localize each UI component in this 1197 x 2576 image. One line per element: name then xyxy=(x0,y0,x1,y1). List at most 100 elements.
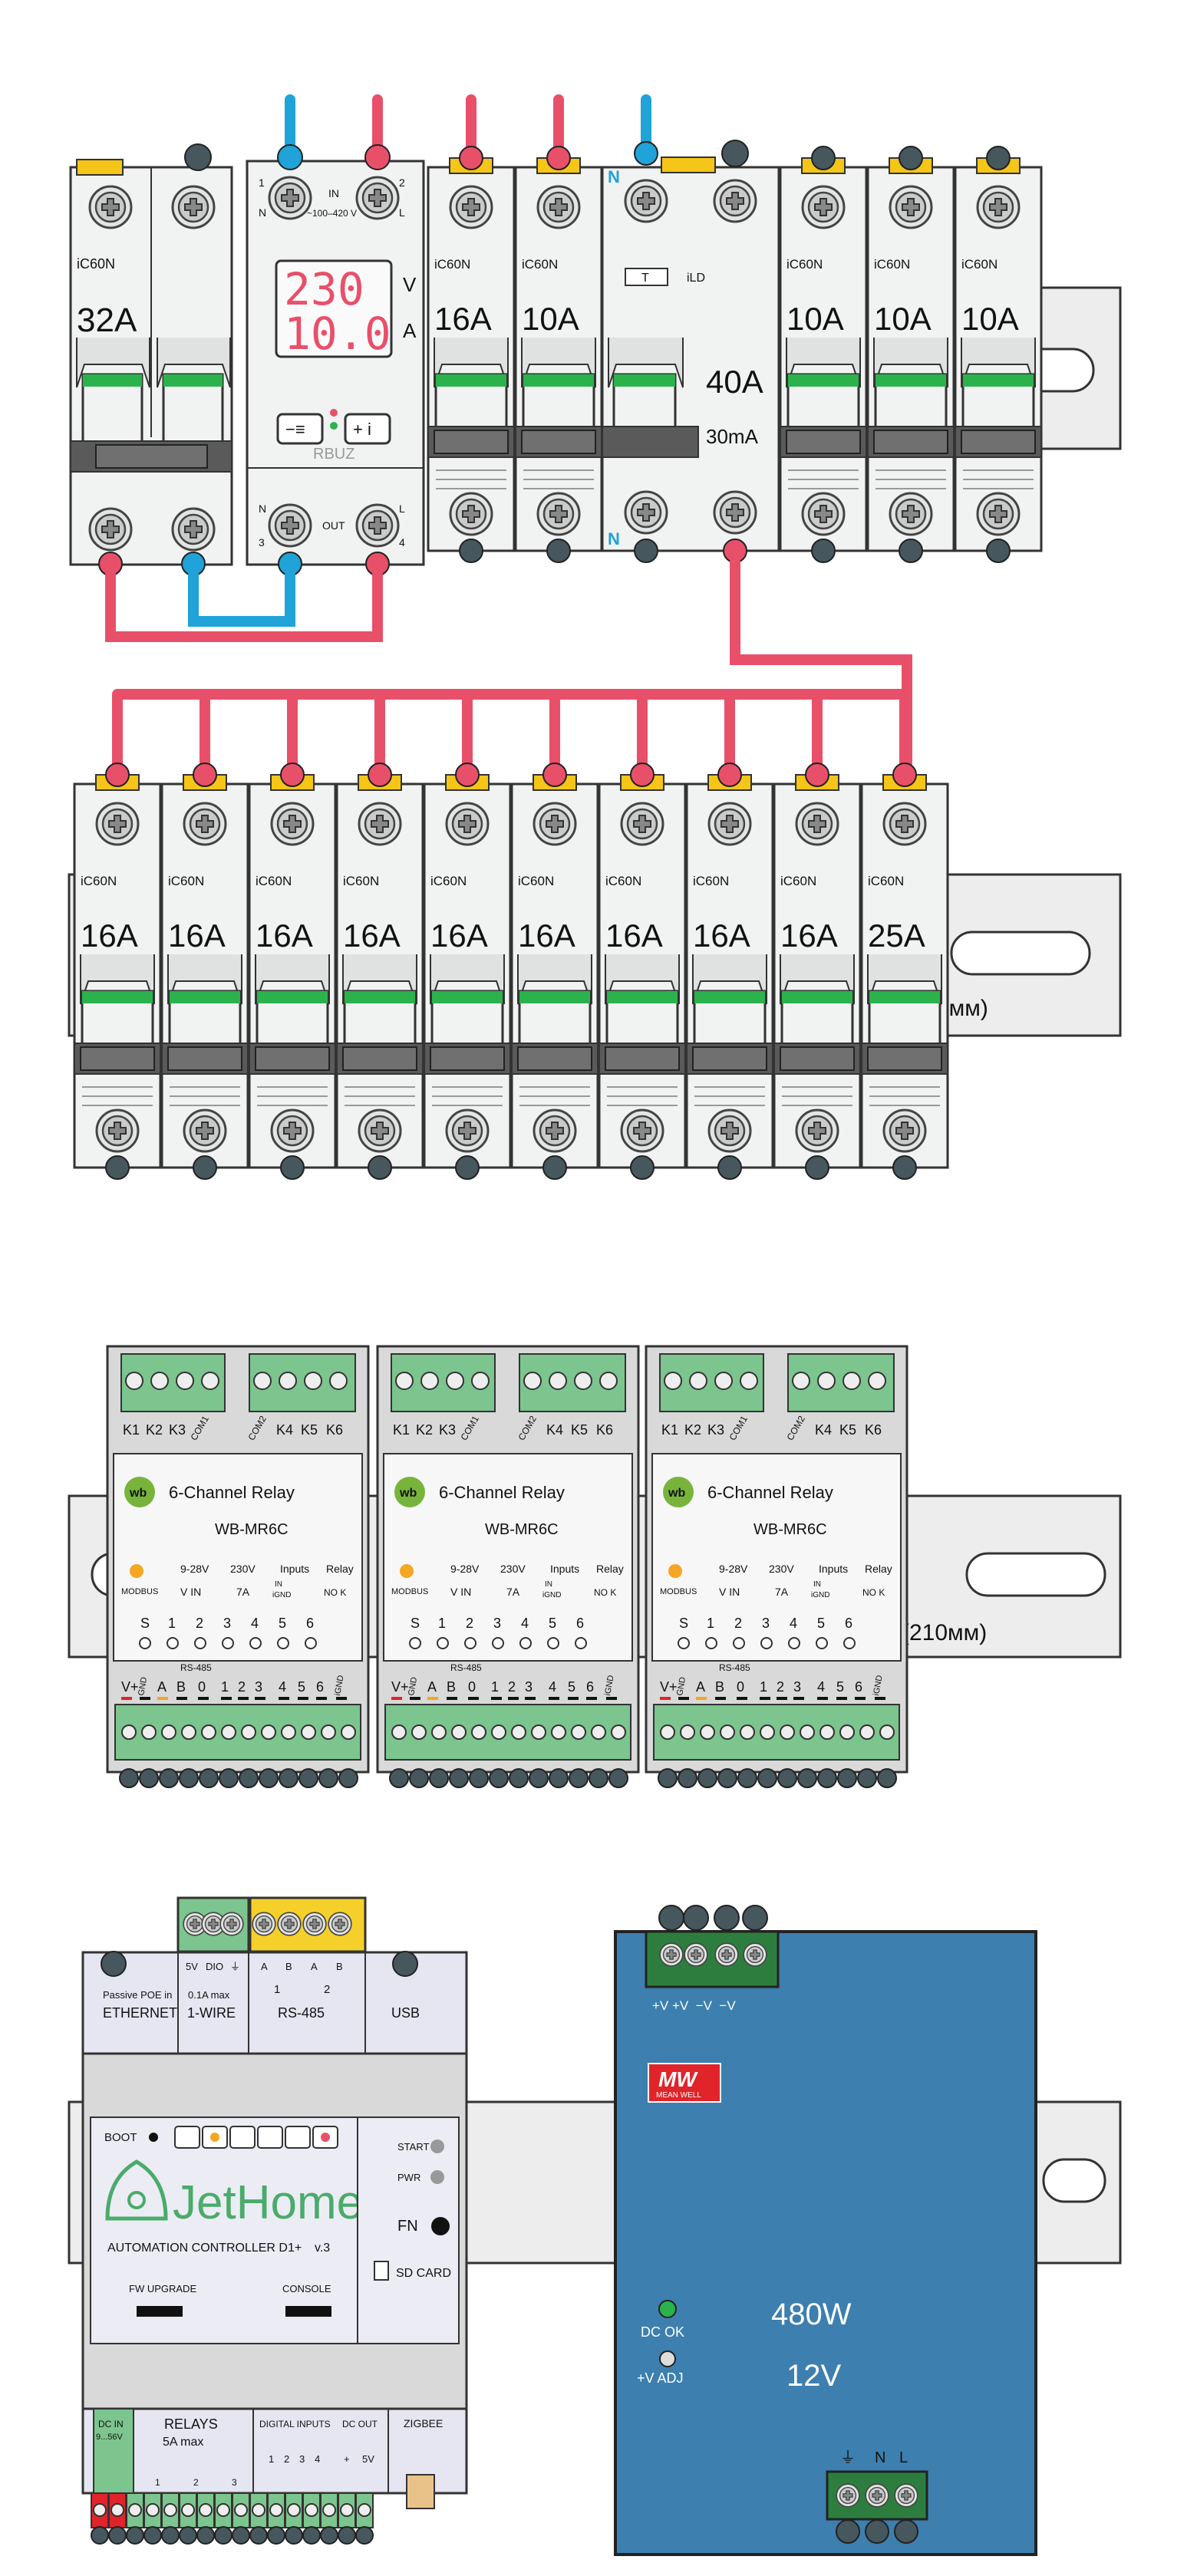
terminal-k6: K6 xyxy=(596,1422,613,1438)
terminal-k5: K5 xyxy=(301,1422,318,1438)
dc-range-label: 9...56V xyxy=(96,2433,124,2442)
bottom-pin-9: 5 xyxy=(298,1679,305,1695)
onewire-pin-gnd: ⏚ xyxy=(230,1961,240,1972)
terminal-k1: K1 xyxy=(393,1422,410,1438)
brand-label: iC60N xyxy=(961,257,998,272)
out-label: OUT xyxy=(322,519,345,532)
di-num-4: 4 xyxy=(315,2453,320,2465)
n-label-bottom: N xyxy=(259,502,266,515)
rating-label: 16A xyxy=(518,917,575,954)
comb-busbar xyxy=(112,689,910,780)
rcd-test-label: T xyxy=(641,272,649,285)
psu-power: 480W xyxy=(771,2298,852,2331)
led-label-S: S xyxy=(140,1616,150,1631)
brand-label: iC60N xyxy=(81,874,117,888)
rs485-num-2: 2 xyxy=(324,1983,330,1996)
dc-out-5v: 5V xyxy=(362,2453,374,2465)
plus-button[interactable] xyxy=(344,413,391,445)
onewire-pin-dio: DIO xyxy=(206,1961,223,1972)
relay-model: WB-MR6C xyxy=(753,1521,827,1538)
bottom-pin-6: 2 xyxy=(508,1679,516,1695)
bottom-pin-0: V+ xyxy=(391,1679,409,1695)
voltage-relay-rbuz[interactable]: 1 2 N L IN ~100–420 V 230 10.0 V A −≡ + … xyxy=(246,144,425,576)
rs485-pin-a1: A xyxy=(261,1961,268,1972)
relay-title: 6-Channel Relay xyxy=(707,1483,833,1502)
controller-version: v.3 xyxy=(315,2242,330,2255)
boot-button[interactable] xyxy=(149,2133,158,2142)
amps-label: 7A xyxy=(236,1586,250,1598)
bottom-pin-8: 4 xyxy=(279,1679,286,1695)
led-label-2: 2 xyxy=(196,1616,203,1631)
v230-label: 230V xyxy=(230,1563,256,1575)
brand-label: iC60N xyxy=(77,256,115,272)
onewire-pin-5v: 5V xyxy=(186,1961,198,1972)
adj-potentiometer[interactable] xyxy=(659,2350,676,2367)
brand-label: iC60N xyxy=(874,257,910,272)
pwr-label: PWR xyxy=(397,2172,420,2183)
console-port[interactable] xyxy=(285,2306,331,2317)
onewire-max-label: 0.1A max xyxy=(188,1989,230,2001)
relay-label: Relay xyxy=(865,1563,892,1575)
rcd-40a[interactable]: N T iLD 40A 30mA N xyxy=(601,140,780,563)
v230-label: 230V xyxy=(769,1563,794,1575)
rating-label: 10A xyxy=(874,301,932,337)
in-label: IN xyxy=(328,187,339,199)
breaker-32a-double[interactable]: iC60N 32A xyxy=(69,143,233,576)
brand-label: iC60N xyxy=(522,257,558,272)
rating-label: 32A xyxy=(77,301,137,339)
fw-upgrade-port[interactable] xyxy=(137,2306,183,2317)
brand-label: iC60N xyxy=(434,257,470,272)
rcd-leak: 30mA xyxy=(706,425,759,448)
breaker-right-1[interactable]: iC60N 10A xyxy=(866,146,955,563)
psu-l-label: L xyxy=(899,2449,908,2466)
in-label: IN xyxy=(545,1580,552,1589)
boot-label: BOOT xyxy=(104,2131,137,2144)
bottom-pin-7: 3 xyxy=(793,1679,801,1695)
meanwell-psu[interactable]: +V +V −V −V MW MEAN WELL DC OK +V ADJ 48… xyxy=(614,1905,1037,2556)
terminal-k5: K5 xyxy=(571,1422,588,1438)
row2-breaker-0[interactable]: iC60N 16A xyxy=(73,763,162,1180)
bottom-pin-2: A xyxy=(696,1679,705,1695)
nok-label: NO K xyxy=(862,1587,885,1598)
pwr-led xyxy=(430,2170,444,2184)
terminal-k2: K2 xyxy=(146,1422,163,1438)
zigbee-label: ZIGBEE xyxy=(404,2417,443,2429)
wb-logo-icon: wb xyxy=(399,1487,417,1500)
terminal-k3: K3 xyxy=(169,1422,186,1438)
terminal-k5: K5 xyxy=(839,1422,856,1438)
di-num-2: 2 xyxy=(284,2453,289,2465)
rating-label: 16A xyxy=(81,917,138,954)
row1-devices: iC60N 32A 1 2 N L IN ~1 xyxy=(69,140,1043,576)
jethome-controller[interactable]: Passive POE in ETHERNET 5V DIO ⏚ 0.1A ma… xyxy=(81,1896,468,2545)
rating-label: 16A xyxy=(343,917,401,954)
terminal-k3: K3 xyxy=(439,1422,456,1438)
bottom-pin-10: 6 xyxy=(316,1679,324,1695)
sdcard-slot[interactable] xyxy=(374,2261,389,2281)
terminal-k1: K1 xyxy=(123,1422,140,1438)
usb-port-label: USB xyxy=(391,2005,420,2021)
psu-brand-sub: MEAN WELL xyxy=(656,2091,701,2100)
terminal-k1: K1 xyxy=(661,1422,678,1438)
terminal-k3: K3 xyxy=(707,1422,724,1438)
bottom-pin-10: 6 xyxy=(586,1679,594,1695)
fn-button[interactable] xyxy=(431,2217,450,2235)
minus-button[interactable] xyxy=(276,413,324,445)
rs485-label: RS-485 xyxy=(180,1662,212,1673)
